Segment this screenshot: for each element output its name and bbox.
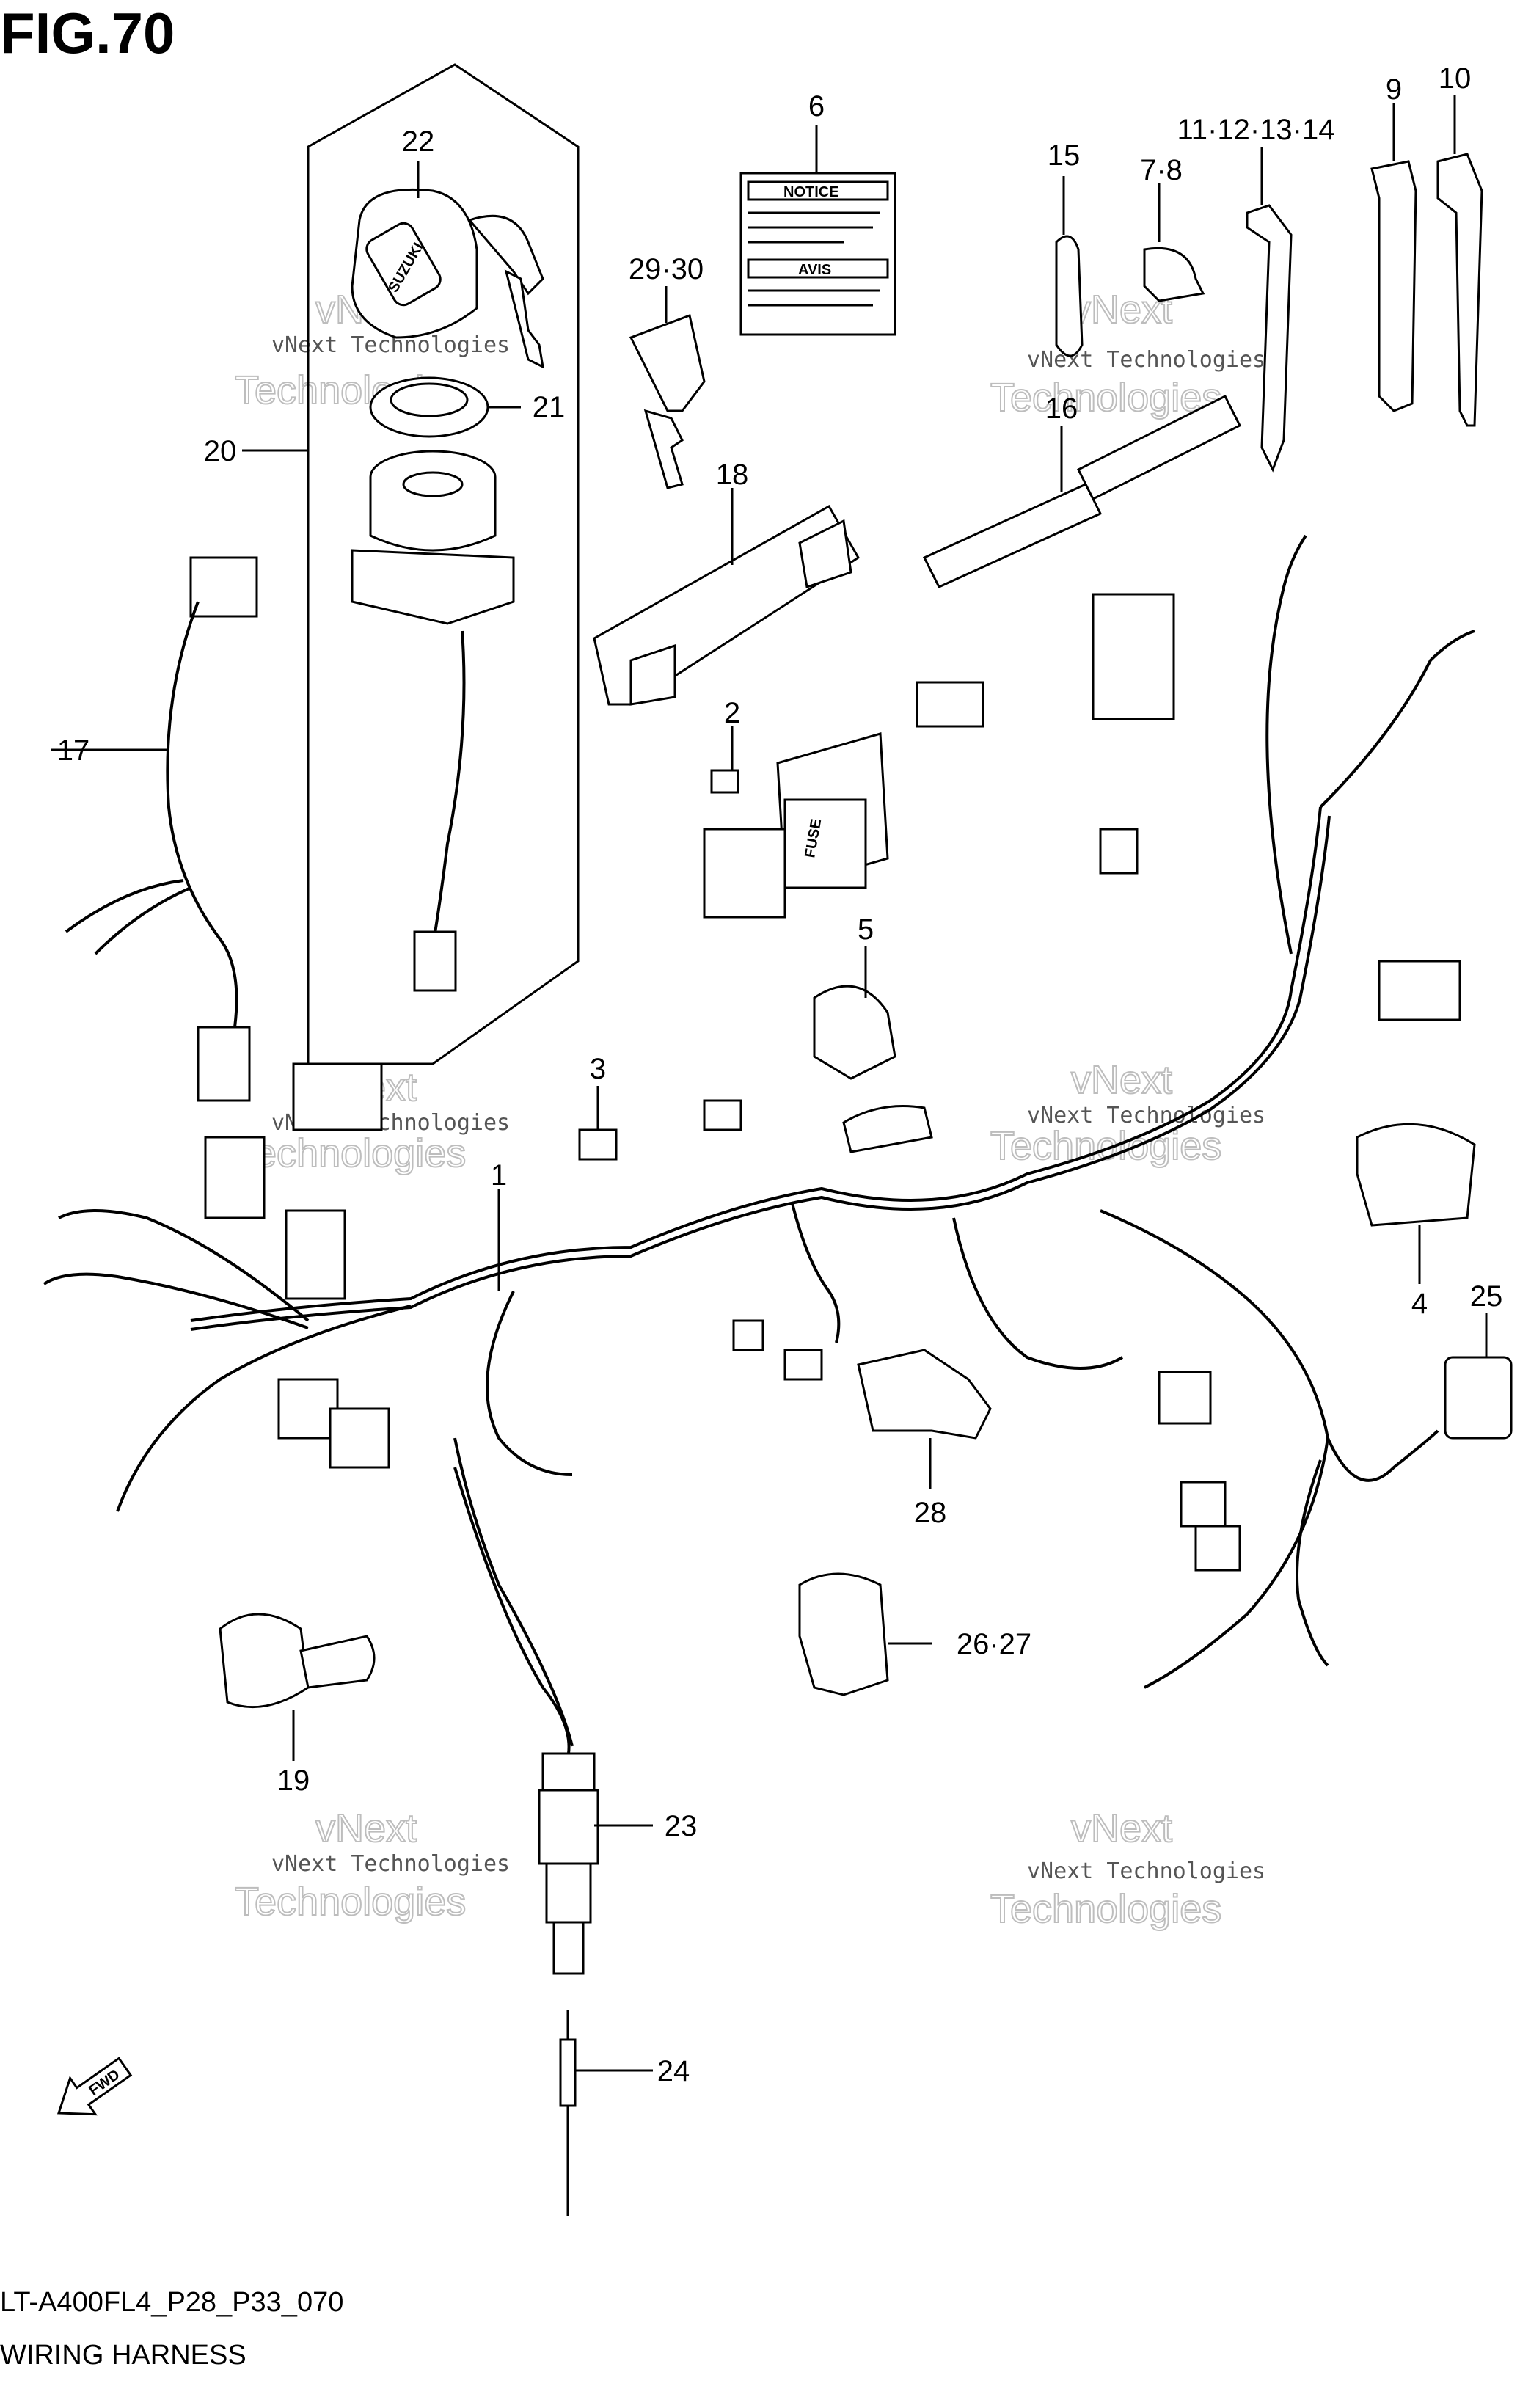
ignition-key-cap: SUZUKI <box>351 188 544 369</box>
switch-19 <box>219 1613 376 1709</box>
callout-24: 24 <box>657 2055 690 2087</box>
callout-7-8: 7·8 <box>1140 154 1183 186</box>
callout-10: 10 <box>1439 62 1472 95</box>
callout-21: 21 <box>533 391 566 423</box>
bracket-28 <box>857 1349 992 1440</box>
callout-5: 5 <box>858 913 874 946</box>
ignition-switch-body <box>351 450 515 625</box>
callout-28: 28 <box>914 1497 947 1529</box>
fwd-arrow: FWD <box>56 2057 133 2116</box>
watermark-line2: vNext Technologies <box>271 1851 510 1877</box>
ignition-lead <box>431 630 466 947</box>
sensor-lead <box>453 1467 571 1754</box>
pin-24 <box>559 2010 577 2216</box>
watermark-line3: Technologies <box>990 1887 1221 1931</box>
watermark-line1: vNext <box>1071 1058 1172 1102</box>
callout-labels: 1 2 3 4 5 6 7·8 9 10 11·12·13·14 15 16 1… <box>57 62 1503 2087</box>
main-wiring-harness <box>43 534 1475 1747</box>
ignition-connector <box>413 930 457 992</box>
band-clamp <box>1055 235 1084 357</box>
figure-code: LT-A400FL4_P28_P33_070 <box>0 2287 343 2318</box>
watermark-line3: Technologies <box>235 1880 466 1924</box>
ignition-nut <box>369 376 489 438</box>
relay-3 <box>578 1128 618 1161</box>
wire-clamp <box>1143 247 1205 302</box>
fuse-part <box>710 769 739 794</box>
callout-16: 16 <box>1045 393 1078 425</box>
watermark-line3: Technologies <box>990 1124 1221 1168</box>
watermark-line3: Technologies <box>990 376 1221 420</box>
cable-tie-11-14 <box>1246 204 1293 473</box>
harness-connectors <box>204 593 1461 1572</box>
callout-11-14: 11·12·13·14 <box>1177 114 1335 146</box>
callout-6: 6 <box>808 90 825 123</box>
watermark-line2: vNext Technologies <box>1027 1103 1265 1128</box>
callout-25: 25 <box>1470 1280 1503 1313</box>
terminal-cover-4 <box>1356 1123 1476 1227</box>
watermark-line3: Technologies <box>235 1131 466 1175</box>
callout-3: 3 <box>590 1053 606 1085</box>
callout-26-27: 26·27 <box>957 1628 1031 1660</box>
sub-harness <box>65 556 258 1102</box>
callout-1: 1 <box>491 1159 507 1192</box>
cable-tie-9 <box>1370 160 1417 412</box>
sensor-23 <box>538 1752 599 1975</box>
notice-decal: NOTICE AVIS <box>739 172 896 336</box>
watermark-line1: vNext <box>1071 1806 1172 1850</box>
fuse-box: FUSE <box>703 732 889 919</box>
callout-17: 17 <box>57 734 90 767</box>
figure-title: FIG.70 <box>0 1 175 65</box>
blank-key <box>629 313 706 489</box>
callout-18: 18 <box>716 459 749 491</box>
callout-19: 19 <box>277 1765 310 1797</box>
relay-25 <box>1444 1356 1513 1440</box>
callout-4: 4 <box>1411 1288 1428 1320</box>
avis-text: AVIS <box>798 262 831 278</box>
callout-20: 20 <box>204 435 237 467</box>
figure-name: WIRING HARNESS <box>0 2340 246 2371</box>
watermark-line2: vNext Technologies <box>1027 1858 1265 1884</box>
coupler-cover-26-27 <box>798 1572 889 1696</box>
terminal-cover-5 <box>813 985 896 1080</box>
callout-9: 9 <box>1386 73 1402 106</box>
callout-23: 23 <box>665 1810 698 1842</box>
cable-tie-10 <box>1436 153 1483 427</box>
callout-22: 22 <box>402 125 435 158</box>
fuse-bracket <box>593 504 861 706</box>
notice-text: NOTICE <box>783 184 839 200</box>
callout-29-30: 29·30 <box>629 253 704 285</box>
protector-tube <box>922 394 1242 588</box>
callout-15: 15 <box>1048 139 1081 172</box>
callout-2: 2 <box>724 697 740 729</box>
watermark-line1: vNext <box>315 1806 417 1850</box>
